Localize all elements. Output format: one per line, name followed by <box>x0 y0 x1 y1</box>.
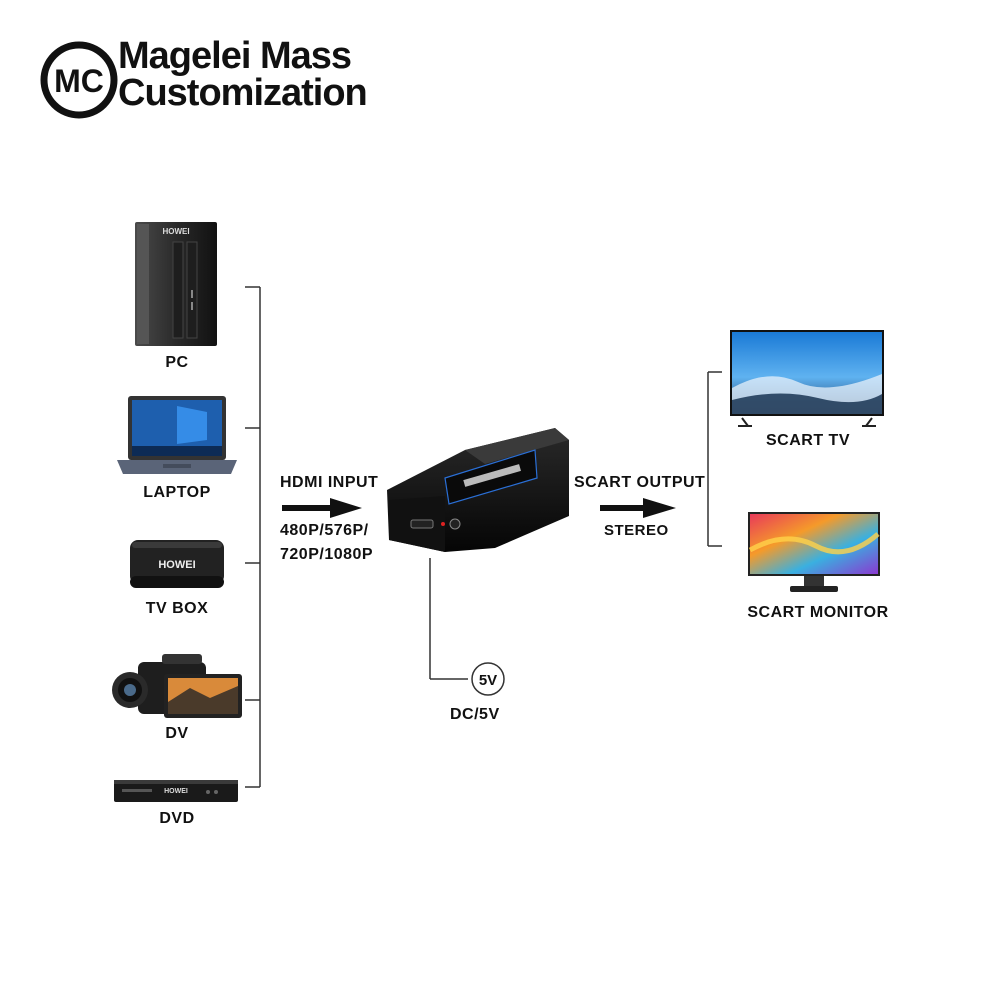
pc-label: PC <box>165 354 189 371</box>
brand-name-line2: Customization <box>118 72 368 114</box>
tv-box-icon: HOWEI <box>128 538 226 594</box>
scart-monitor-label: SCART MONITOR <box>747 604 889 621</box>
hdmi-to-scart-converter-icon <box>385 420 571 560</box>
power-5v-badge: 5V <box>470 661 506 697</box>
tv-box-label: TV BOX <box>145 600 209 617</box>
resolutions-line1: 480P/576P/ <box>280 522 369 539</box>
svg-text:HOWEI: HOWEI <box>164 788 188 795</box>
brand-name-line1: Magelei Mass <box>118 35 352 77</box>
power-badge-text: 5V <box>479 672 497 689</box>
dv-camera-icon <box>110 652 244 722</box>
svg-text:HOWEI: HOWEI <box>158 559 195 571</box>
scart-tv-label: SCART TV <box>766 432 850 449</box>
brand-logo: MC <box>40 41 118 119</box>
output-arrow <box>600 498 676 518</box>
pc-icon: HOWEI <box>133 220 219 348</box>
resolutions-line2: 720P/1080P <box>280 546 374 563</box>
input-arrow <box>282 498 362 518</box>
svg-text:HOWEI: HOWEI <box>162 227 189 236</box>
brand-name: Magelei Mass Customization <box>118 35 368 114</box>
laptop-label: LAPTOP <box>143 484 211 501</box>
stereo-label: STEREO <box>604 522 669 539</box>
scart-tv-icon <box>728 328 886 428</box>
scart-output-label: SCART OUTPUT <box>574 474 706 491</box>
laptop-icon <box>115 394 239 480</box>
brand-logo-initials: MC <box>54 63 104 99</box>
dvd-player-icon: HOWEI <box>112 778 240 806</box>
scart-monitor-icon <box>746 510 882 596</box>
dv-label: DV <box>165 725 189 742</box>
hdmi-input-label: HDMI INPUT <box>280 474 379 491</box>
dc-5v-label: DC/5V <box>450 706 500 723</box>
dvd-label: DVD <box>159 810 195 827</box>
